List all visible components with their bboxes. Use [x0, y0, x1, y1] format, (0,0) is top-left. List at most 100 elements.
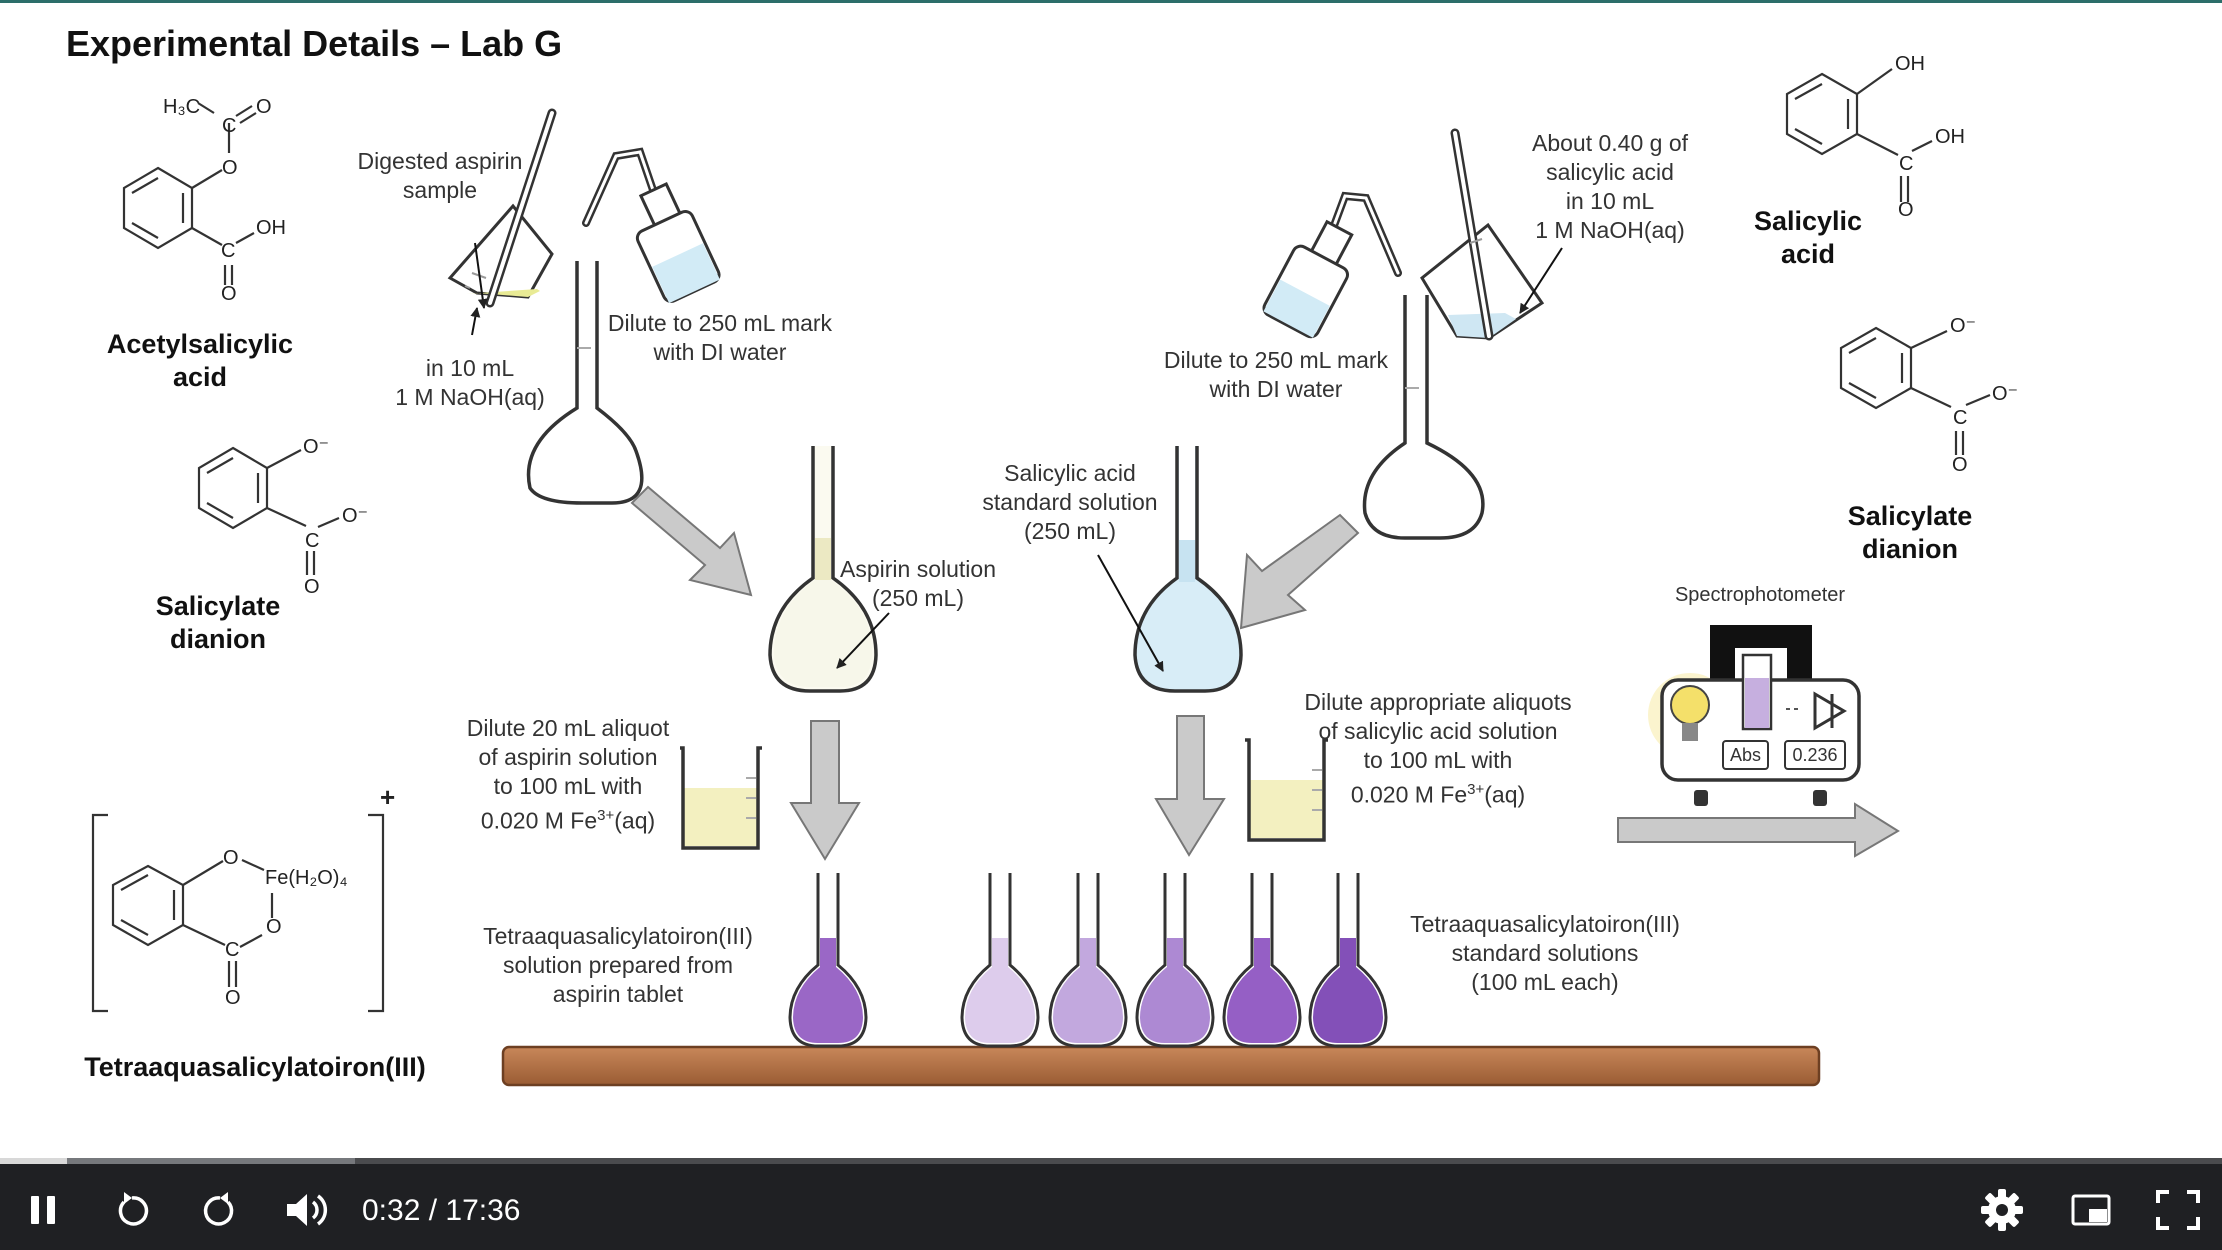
forward-button[interactable] — [192, 1178, 248, 1242]
chem-o-minus-1: O⁻ — [303, 436, 330, 458]
volumetric-flask-left — [526, 261, 644, 505]
flask-liquid — [1227, 938, 1297, 1043]
wash-bottle-left — [582, 147, 721, 304]
conc-text: 0.020 M Fe — [480, 807, 598, 834]
abs-label: Abs — [1729, 745, 1762, 765]
label-standard-solutions: Tetraaquasalicylatoiron(III) standard so… — [1410, 911, 1680, 995]
progress-buffer — [0, 1158, 355, 1164]
progress-bar[interactable] — [0, 1158, 2222, 1164]
aspirin-solution-flask — [768, 446, 878, 693]
progress-played — [0, 1158, 68, 1164]
forward-icon — [203, 1192, 234, 1226]
duration: 17:36 — [445, 1194, 521, 1227]
flask-liquid — [1053, 938, 1123, 1043]
salicylic-acid-structure — [1785, 68, 1933, 202]
wash-bottle-right — [1262, 191, 1402, 339]
gear-icon — [1981, 1189, 2023, 1231]
chem-o-minus-2: O⁻ — [1992, 383, 2019, 405]
salicylic-acid-name: Salicylic acid — [1753, 206, 1863, 269]
chem-c: C — [305, 530, 320, 552]
gray-arrows — [630, 485, 1900, 861]
chem-o-bottom: O — [221, 283, 237, 305]
chem-o-minus-2: O⁻ — [342, 505, 369, 527]
label-aspirin-solution: Aspirin solution (250 mL) — [840, 556, 996, 611]
fullscreen-button[interactable] — [2150, 1178, 2206, 1242]
chem-oh-phenol: OH — [1895, 53, 1925, 75]
label-dilute-aliquot: Dilute 20 mL aliquot of aspirin solution… — [448, 685, 688, 836]
rewind-button[interactable] — [104, 1178, 160, 1242]
abs-readout: 0.236 — [1792, 745, 1838, 765]
miniplayer-button[interactable] — [2064, 1178, 2118, 1242]
acetylsalicylic-structure — [122, 102, 257, 285]
ion-suffix: (aq) — [1484, 781, 1526, 808]
time-separator: / — [420, 1194, 446, 1227]
time-display: 0:32 / 17:36 — [362, 1194, 520, 1228]
chem-c-acetyl: C — [222, 115, 237, 137]
chem-o-minus-1: O⁻ — [1950, 315, 1977, 337]
chem-oh-acid: OH — [1935, 126, 1965, 148]
flask-liquid — [1140, 938, 1210, 1043]
tilted-beaker-right — [1420, 128, 1545, 341]
settings-button[interactable] — [1975, 1178, 2029, 1242]
arrow-left-down-head-line — [500, 206, 503, 213]
volume-icon — [287, 1194, 328, 1226]
beaker-salicylic-aliquot — [1245, 738, 1328, 842]
tilted-beaker-left — [447, 108, 557, 308]
label-spectrophotometer: Spectrophotometer — [1674, 584, 1846, 606]
fullscreen-icon — [2156, 1190, 2200, 1230]
label-dilute-appropriate: Dilute appropriate aliquots of salicylic… — [1288, 659, 1588, 810]
spectrophotometer — [1648, 625, 1861, 806]
player-controls: 0:32 / 17:36 — [0, 1158, 2222, 1250]
video-frame[interactable]: Experimental Details – Lab G H₃C O C O C… — [0, 3, 2222, 1158]
volume-button[interactable] — [278, 1178, 340, 1242]
chem-o-carbonyl: O — [256, 96, 272, 118]
salicylate-right-structure — [1839, 326, 1991, 455]
shelf — [501, 1045, 1821, 1087]
acetylsalicylic-acid-name: Acetylsalicylic acid — [106, 329, 294, 392]
purple-flask — [788, 873, 868, 1048]
top-accent-line — [0, 0, 2222, 3]
chem-h3c: H₃C — [163, 96, 201, 118]
label-dilute-left: Dilute to 250 mL mark with DI water — [607, 310, 833, 365]
purple-flasks — [788, 873, 1388, 1048]
label-naoh-left: in 10 mL 1 M NaOH(aq) — [395, 355, 545, 410]
pause-button[interactable] — [18, 1178, 68, 1242]
label-complex-from-tablet: Tetraaquasalicylatoiron(III) solution pr… — [483, 923, 753, 1007]
chem-o-bottom: O — [1898, 199, 1914, 221]
lab-diagram — [91, 68, 1991, 1087]
pause-icon — [31, 1196, 55, 1224]
chem-oh: OH — [256, 217, 286, 239]
rewind-icon — [118, 1192, 149, 1226]
salicylate-dianion-left-name: Salicylate dianion — [155, 591, 281, 654]
ion-charge: 3+ — [1467, 781, 1485, 798]
complex-charge: + — [380, 782, 396, 812]
purple-flask — [1308, 873, 1388, 1048]
chem-o-1: O — [223, 847, 239, 869]
beaker-aspirin-aliquot — [680, 746, 762, 850]
label-digested-aspirin: Digested aspirin sample — [357, 148, 523, 203]
label-salicylic-standard: Salicylic acid standard solution (250 mL… — [982, 460, 1158, 544]
complex-structure — [91, 813, 385, 1013]
complex-name: Tetraaquasalicylatoiron(III) — [84, 1052, 426, 1082]
label-dilute-aliquot-conc: 0.020 M Fe3+(aq) — [481, 801, 655, 836]
slide-title: Experimental Details – Lab G — [66, 23, 563, 64]
chem-fe: Fe(H₂O)₄ — [265, 867, 348, 889]
label-dilute-appropriate-main: Dilute appropriate aliquots of salicylic… — [1304, 689, 1572, 773]
ion-charge: 3+ — [597, 807, 615, 824]
purple-flask — [1135, 873, 1215, 1048]
purple-flask — [1222, 873, 1302, 1048]
salicylate-dianion-right-name: Salicylate dianion — [1847, 501, 1973, 564]
salicylic-standard-flask — [1133, 446, 1243, 693]
miniplayer-icon — [2071, 1194, 2111, 1226]
label-dilute-right: Dilute to 250 mL mark with DI water — [1163, 347, 1389, 402]
volumetric-flask-right — [1362, 295, 1485, 540]
flask-liquid — [793, 938, 863, 1043]
purple-flask — [1048, 873, 1128, 1048]
chem-o-bottom: O — [1952, 454, 1968, 476]
ion-suffix: (aq) — [614, 807, 656, 834]
salicylate-left-structure — [197, 446, 340, 575]
label-dilute-aliquot-main: Dilute 20 mL aliquot of aspirin solution… — [466, 715, 670, 799]
chem-o-2: O — [266, 916, 282, 938]
label-about-salicylic: About 0.40 g of salicylic acid in 10 mL … — [1531, 130, 1688, 243]
chem-o-bottom: O — [225, 987, 241, 1009]
